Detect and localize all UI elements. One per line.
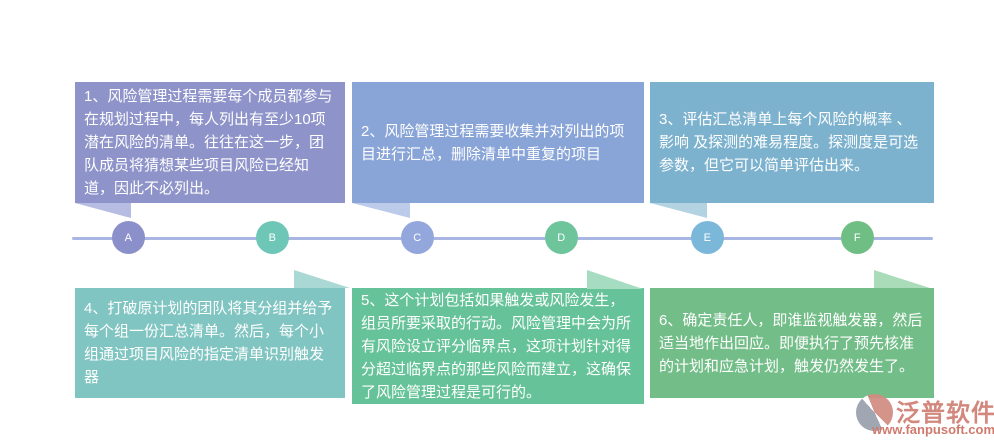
callout-step-4-box: 4、打破原计划的团队将其分组并给予每个组一份汇总清单。然后，每个小组通过项目风险… <box>75 288 345 398</box>
timeline-node-f-label: F <box>853 231 862 244</box>
timeline-node-b-label: B <box>268 231 277 244</box>
callout-step-2-box: 2、风险管理过程需要收集并对列出的项目进行汇总，删除清单中重复的项目 <box>352 82 644 203</box>
callout-step-4-pointer <box>294 270 350 288</box>
timeline-node-e-label: E <box>703 231 712 244</box>
timeline-node-d-label: D <box>557 231 566 244</box>
callout-step-2-pointer <box>352 203 410 218</box>
timeline-node-f: F <box>841 221 874 254</box>
fanpu-logo-icon <box>856 394 893 431</box>
timeline-node-a-label: A <box>124 231 133 244</box>
timeline-node-d: D <box>545 221 578 254</box>
callout-step-6-pointer <box>874 270 930 288</box>
callout-step-5-text: 5、这个计划包括如果触发或风险发生，组员所要采取的行动。风险管理中会为所有风险设… <box>361 291 632 401</box>
fanpu-logo-title: 泛普软件 <box>896 400 994 427</box>
callout-step-5-pointer <box>587 270 643 289</box>
callout-step-1-box: 1、风险管理过程需要每个成员都参与在规划过程中，每人列出有至少10项潜在风险的清… <box>75 82 345 203</box>
fanpu-logo-url: www.fanpusoft.com <box>872 422 994 437</box>
callout-step-3-pointer <box>650 203 707 218</box>
callout-step-3-text: 3、评估汇总清单上每个风险的概率 、影响 及探测的难易程度。探测度是可选参数，但… <box>659 111 919 174</box>
timeline-node-c-label: C <box>413 231 422 244</box>
callout-step-1-text: 1、风险管理过程需要每个成员都参与在规划过程中，每人列出有至少10项潜在风险的清… <box>84 88 333 197</box>
callout-step-5-box: 5、这个计划包括如果触发或风险发生，组员所要采取的行动。风险管理中会为所有风险设… <box>352 288 644 404</box>
timeline-node-c: C <box>401 221 434 254</box>
callout-step-1-pointer <box>75 203 131 218</box>
timeline-node-e: E <box>691 221 724 254</box>
callout-step-2-text: 2、风险管理过程需要收集并对列出的项目进行汇总，删除清单中重复的项目 <box>361 122 625 163</box>
timeline-node-a: A <box>112 221 145 254</box>
callout-step-3-box: 3、评估汇总清单上每个风险的概率 、影响 及探测的难易程度。探测度是可选参数，但… <box>650 82 934 203</box>
timeline-node-b: B <box>256 221 289 254</box>
callout-step-6-text: 6、确定责任人，即谁监视触发器，然后适当地作出回应。即便执行了预先核准的计划和应… <box>659 311 923 375</box>
fanpu-logo: 泛普软件 www.fanpusoft.com <box>855 392 994 442</box>
timeline-line <box>72 237 933 240</box>
callout-step-4-text: 4、打破原计划的团队将其分组并给予每个组一份汇总清单。然后，每个小组通过项目风险… <box>84 300 333 386</box>
callout-step-6-box: 6、确定责任人，即谁监视触发器，然后适当地作出回应。即便执行了预先核准的计划和应… <box>650 288 934 398</box>
